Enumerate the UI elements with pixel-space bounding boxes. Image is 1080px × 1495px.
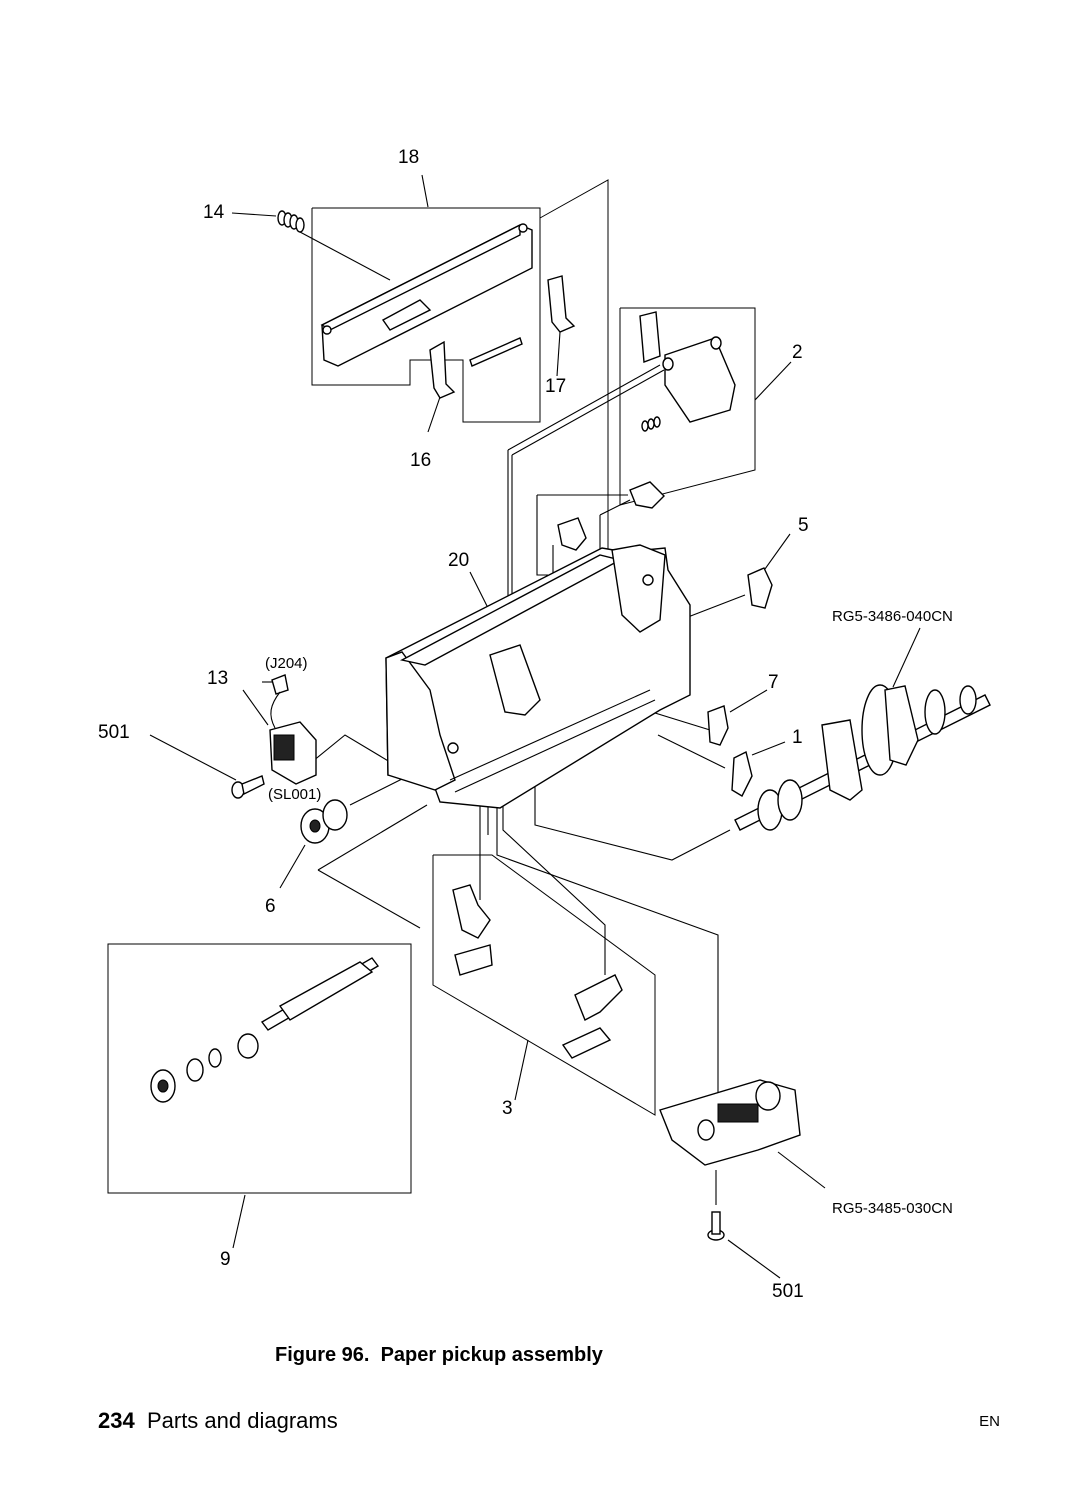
page-number: 234: [98, 1408, 135, 1433]
callout-2: 2: [792, 342, 803, 363]
part-number-upper: RG5-3486-040CN: [832, 608, 953, 625]
screw-part-lower: [707, 1211, 725, 1241]
page-footer: 234 Parts and diagrams: [98, 1408, 338, 1434]
callout-18: 18: [398, 147, 419, 168]
screw-part-upper: [231, 775, 265, 799]
figure-caption: Figure 96. Paper pickup assembly: [275, 1344, 603, 1366]
callout-3: 3: [502, 1098, 513, 1119]
language-code: EN: [979, 1413, 1000, 1430]
main-frame-part: [385, 544, 691, 809]
callout-5: 5: [798, 515, 809, 536]
group-outline-2: [619, 307, 756, 506]
callout-1: 1: [792, 727, 803, 748]
callout-16: 16: [410, 450, 431, 471]
roller-shaft-part: [734, 684, 991, 831]
solenoid-label: (SL001): [268, 786, 321, 803]
part-number-lower: RG5-3485-030CN: [832, 1200, 953, 1217]
lever-part-16: [429, 340, 456, 399]
group-outline-18: [311, 179, 609, 555]
callout-501-upper: 501: [98, 722, 130, 743]
connector-label: (J204): [265, 655, 308, 672]
section-title: Parts and diagrams: [146, 1408, 338, 1433]
callout-7: 7: [768, 672, 779, 693]
callout-14: 14: [203, 202, 225, 223]
group-outline-9: [107, 943, 412, 1194]
solenoid-part: [269, 674, 317, 785]
callout-13: 13: [207, 668, 228, 689]
assembly-lines: [149, 174, 921, 1279]
callout-20: 20: [448, 550, 469, 571]
gear-part: [300, 799, 348, 844]
callout-17: 17: [545, 376, 566, 397]
callout-9: 9: [220, 1249, 231, 1270]
callout-6: 6: [265, 896, 276, 917]
spring-part: [277, 210, 305, 233]
lever-part-17: [547, 275, 576, 333]
lower-clip-parts: [452, 884, 623, 1059]
callout-501-lower: 501: [772, 1281, 804, 1302]
pickup-holder-part: [639, 311, 736, 432]
group-outline-3: [432, 854, 656, 1116]
drive-shaft-part: [150, 957, 380, 1103]
lower-pickup-assembly-part: [659, 1079, 801, 1166]
guide-plate-part: [320, 223, 533, 367]
clip-parts: [557, 481, 773, 797]
